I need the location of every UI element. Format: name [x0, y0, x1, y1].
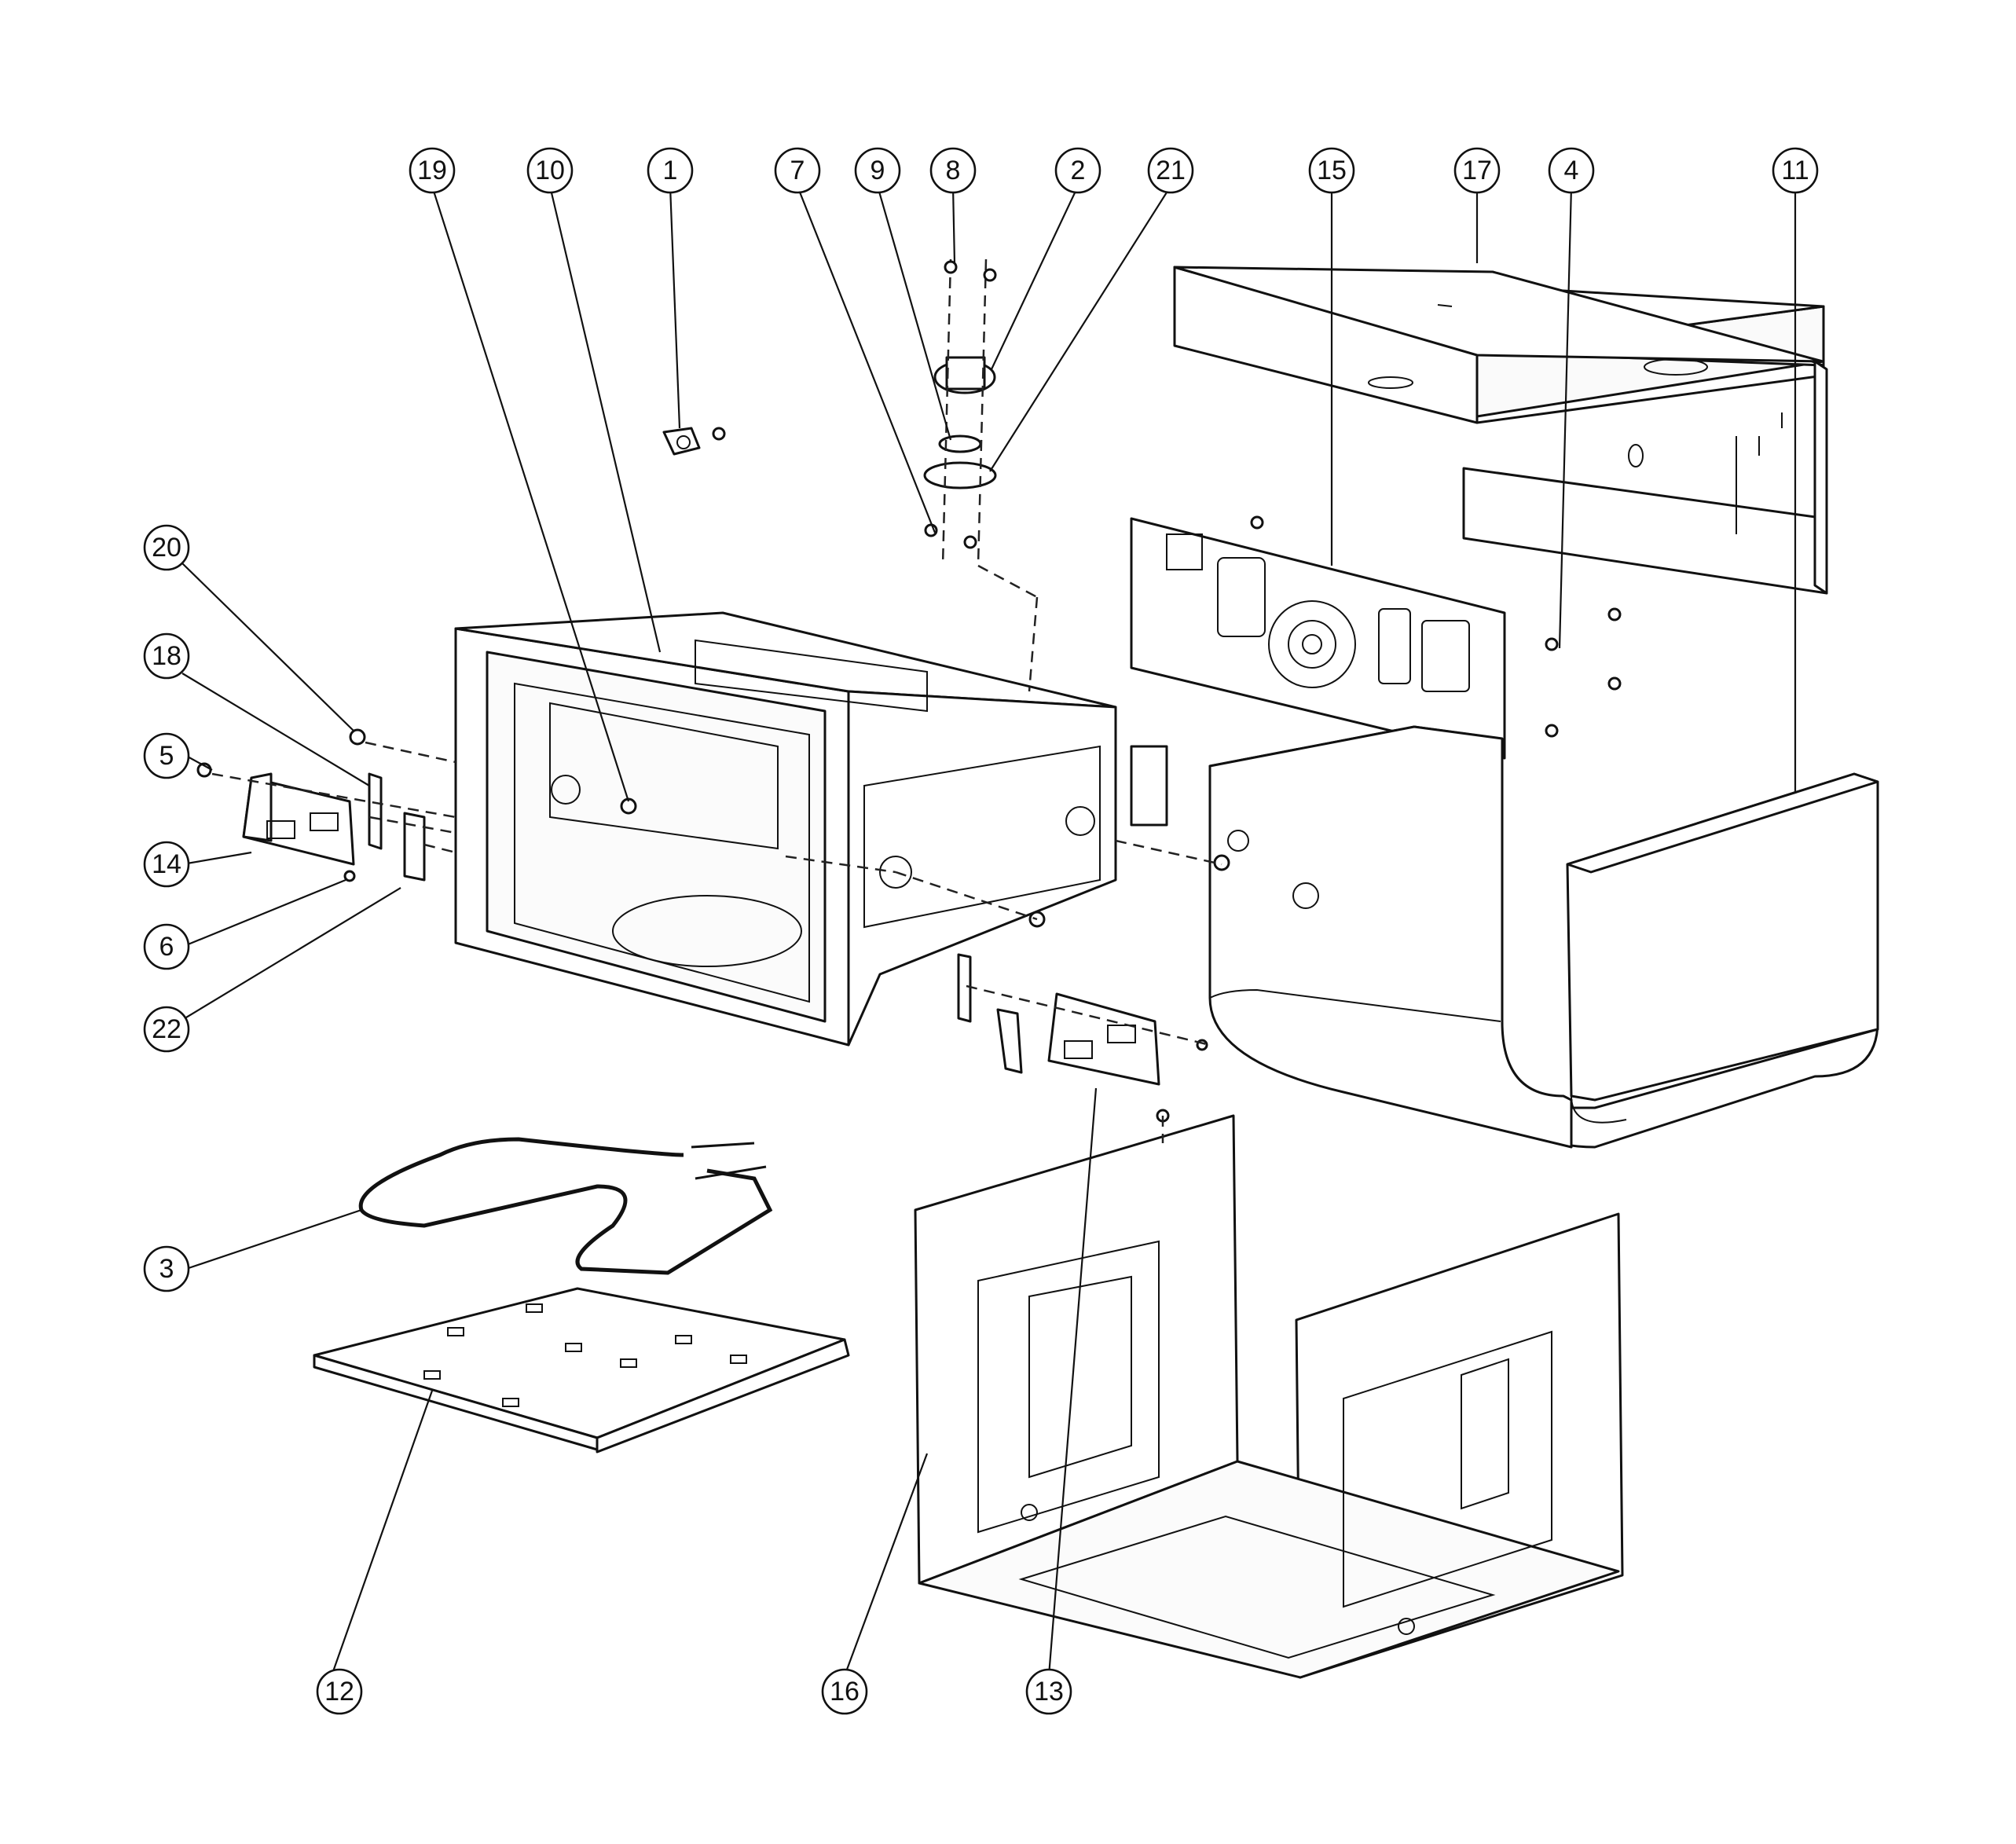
callout-18: 18 [143, 632, 190, 680]
callout-14: 14 [143, 841, 190, 888]
oven-cavity [454, 611, 1168, 1047]
assembly-lines [211, 564, 1222, 1143]
callout-20: 20 [143, 524, 190, 571]
thermostat [662, 427, 726, 456]
callout-9: 9 [854, 147, 901, 194]
callout-19: 19 [409, 147, 456, 194]
bake-heating-element [358, 1137, 773, 1275]
rear-back-plate [1130, 517, 1506, 760]
convection-motor-assembly [923, 258, 997, 566]
top-cover-panel [1173, 266, 1828, 595]
leader-lines [181, 185, 1797, 1677]
outer-side-frame [914, 1114, 1624, 1679]
callout-label: 7 [790, 156, 805, 185]
callout-label: 16 [830, 1677, 860, 1707]
callout-2: 2 [1054, 147, 1101, 194]
callout-12: 12 [316, 1668, 363, 1715]
callout-3: 3 [143, 1245, 190, 1292]
callout-label: 2 [1071, 156, 1086, 185]
callout-label: 17 [1462, 156, 1492, 185]
callout-13: 13 [1025, 1668, 1072, 1715]
callout-label: 20 [152, 533, 181, 563]
callout-11: 11 [1772, 147, 1819, 194]
bottom-cover-tray [313, 1287, 850, 1454]
callout-label: 6 [159, 932, 174, 962]
callout-label: 4 [1564, 156, 1579, 185]
callout-label: 15 [1317, 156, 1347, 185]
callout-label: 19 [417, 156, 447, 185]
callout-label: 14 [152, 849, 181, 879]
callout-label: 3 [159, 1254, 174, 1284]
callout-6: 6 [143, 923, 190, 970]
left-hinge-bracket [196, 728, 426, 882]
callout-label: 9 [871, 156, 885, 185]
callout-label: 12 [324, 1677, 354, 1707]
callout-10: 10 [526, 147, 574, 194]
callout-7: 7 [774, 147, 821, 194]
callout-8: 8 [929, 147, 977, 194]
callout-label: 13 [1034, 1677, 1064, 1707]
callout-label: 11 [1781, 156, 1809, 185]
callout-label: 21 [1156, 156, 1186, 185]
callout-1: 1 [647, 147, 694, 194]
callout-15: 15 [1308, 147, 1355, 194]
callout-22: 22 [143, 1006, 190, 1053]
callout-label: 1 [663, 156, 678, 185]
callout-17: 17 [1453, 147, 1501, 194]
right-hinge-bracket [957, 953, 1208, 1086]
callout-label: 10 [535, 156, 565, 185]
callout-label: 8 [946, 156, 961, 185]
callout-label: 18 [152, 641, 181, 671]
callout-5: 5 [143, 732, 190, 779]
callout-label: 5 [159, 741, 174, 771]
callout-16: 16 [821, 1668, 868, 1715]
callout-label: 22 [152, 1014, 181, 1044]
callout-4: 4 [1548, 147, 1595, 194]
u-shaped-outer-wrapper [1208, 725, 1879, 1149]
callout-21: 21 [1147, 147, 1194, 194]
